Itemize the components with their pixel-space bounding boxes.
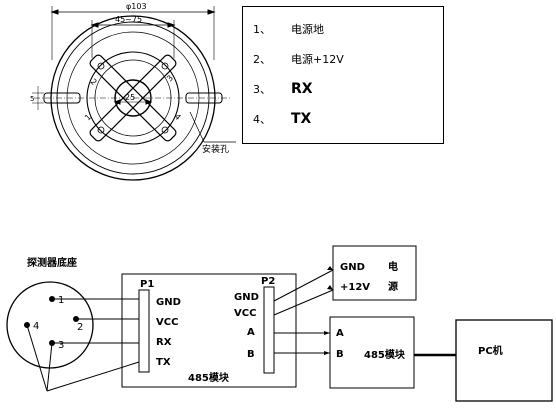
p1-rx: RX <box>156 337 172 348</box>
board-label: 485模块 <box>188 371 230 384</box>
dim-center-label: 25 <box>125 93 135 102</box>
mount-drawing-labels: φ103 45~75 25 5 1 2 3 4 安装孔 <box>30 2 229 155</box>
p2-vcc: VCC <box>234 308 256 319</box>
mount-pin-4: 4 <box>173 112 183 122</box>
p2-title: P2 <box>261 276 275 287</box>
pin-list-num: 4、 <box>253 113 271 126</box>
p2-gnd: GND <box>234 292 259 303</box>
pin-list-num: 3、 <box>253 83 271 96</box>
power-box: GND +12V 电 源 <box>332 245 417 301</box>
power-gnd: GND <box>340 262 365 273</box>
main-board <box>121 273 297 388</box>
module-b: B <box>336 349 344 360</box>
p1-title: P1 <box>140 279 154 290</box>
mount-pin-1: 1 <box>83 112 93 122</box>
pc-box: PC机 <box>455 319 553 402</box>
dim-outer-label: φ103 <box>126 2 147 11</box>
p2-b: B <box>247 349 255 360</box>
pin-list-label: TX <box>291 111 312 127</box>
power-label-a: 电 <box>388 260 398 273</box>
wire-arrows <box>324 266 333 355</box>
wires <box>26 269 456 392</box>
base-title: 探测器底座 <box>27 256 77 269</box>
pin-list-num: 2、 <box>253 53 271 66</box>
module-box: A B 485模块 <box>329 316 415 389</box>
pin-list-item: 4、 TX <box>253 111 311 127</box>
module-label: 485模块 <box>364 348 406 361</box>
pin-list-num: 1、 <box>253 23 271 36</box>
pin-list-label: 电源+12V <box>291 53 344 66</box>
main-board-labels: P1 GND VCC RX TX P2 GND VCC A B 485模块 <box>140 276 275 384</box>
detector-base: 探测器底座 1 2 3 4 <box>6 256 94 369</box>
pin-list-item: 2、 电源+12V <box>253 51 344 67</box>
pin-list: 1、 电源地 2、 电源+12V 3、 RX 4、 TX <box>242 6 444 144</box>
power-12v: +12V <box>340 282 370 293</box>
mount-hole-label: 安装孔 <box>202 143 229 155</box>
mount-pin-2: 2 <box>89 77 99 87</box>
pin-list-item: 3、 RX <box>253 81 313 97</box>
p1-tx: TX <box>156 357 171 368</box>
base-pin-1: 1 <box>58 295 64 306</box>
mount-pin-3: 3 <box>165 73 175 83</box>
base-pin-4: 4 <box>33 321 39 332</box>
p1-vcc: VCC <box>156 317 178 328</box>
dim-range-label: 45~75 <box>115 15 142 24</box>
pc-label: PC机 <box>478 344 503 357</box>
mount-drawing <box>32 6 236 181</box>
base-pin-3: 3 <box>58 340 64 351</box>
dim-side-label: 5 <box>30 95 34 103</box>
p1-gnd: GND <box>156 297 181 308</box>
pin-list-label: 电源地 <box>291 23 324 36</box>
module-a: A <box>336 328 344 339</box>
base-pin-2: 2 <box>77 322 83 333</box>
pin-list-label: RX <box>291 81 313 97</box>
pin-list-item: 1、 电源地 <box>253 21 324 37</box>
power-label-b: 源 <box>388 280 398 293</box>
p2-a: A <box>247 327 255 338</box>
